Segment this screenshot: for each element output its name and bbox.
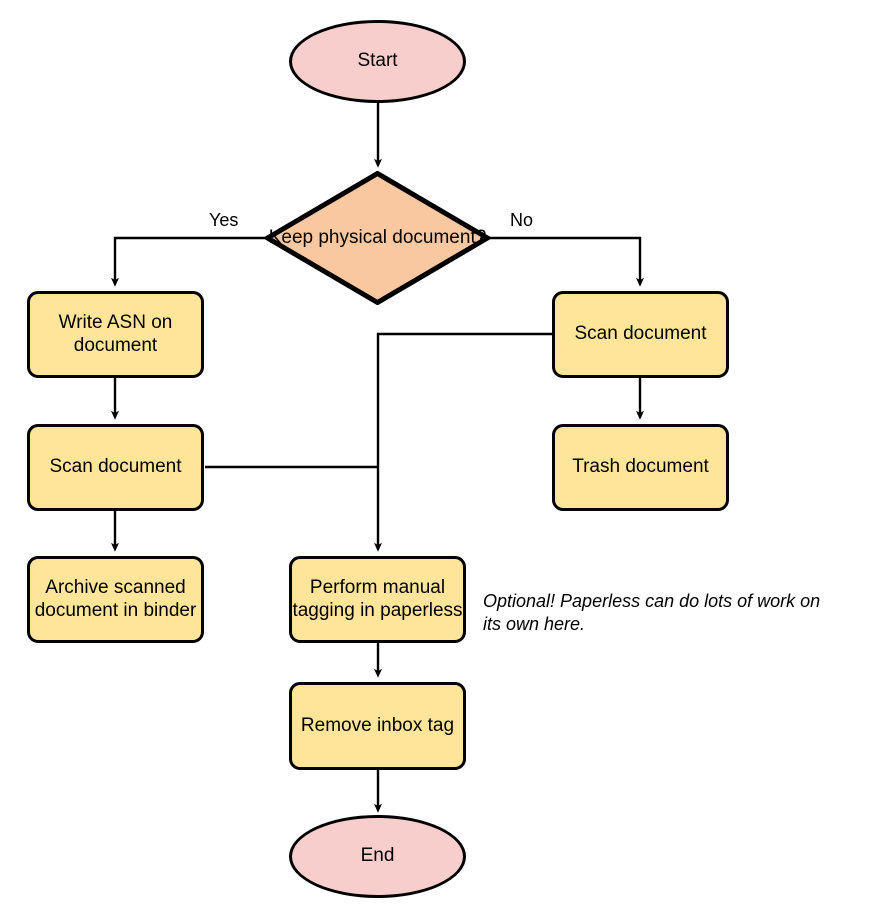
annotation-line-2: its own here. bbox=[483, 614, 586, 635]
node-scan-document-right[interactable]: Scan document bbox=[552, 291, 729, 378]
node-start[interactable]: Start bbox=[289, 20, 466, 103]
node-perform-manual-tagging-in-paperless[interactable]: Perform manual tagging in paperless bbox=[289, 556, 466, 643]
node-tagging-label: Perform manual tagging in paperless bbox=[292, 577, 463, 621]
node-remove-inbox-tag-label: Remove inbox tag bbox=[300, 714, 455, 736]
annotation-line-1: Optional! Paperless can do lots of work … bbox=[483, 591, 821, 611]
node-scan-document-left[interactable]: Scan document bbox=[27, 424, 204, 511]
diamond-shape bbox=[265, 171, 490, 305]
annotation-optional-note: Optional! Paperless can do lots of work … bbox=[483, 590, 883, 637]
node-write-asn-on-document[interactable]: Write ASN on document bbox=[27, 291, 204, 378]
node-decision-label: Keep physical document? bbox=[268, 226, 487, 248]
node-scan-document-left-label: Scan document bbox=[49, 456, 182, 478]
edge-decision-no-to-scan-right bbox=[490, 236, 644, 287]
node-end[interactable]: End bbox=[289, 815, 466, 898]
node-remove-inbox-tag[interactable]: Remove inbox tag bbox=[289, 682, 466, 770]
node-decision-keep-physical-document[interactable]: Keep physical document? bbox=[265, 171, 490, 305]
node-start-label: Start bbox=[357, 50, 398, 72]
node-archive-label: Archive scanned document in binder bbox=[34, 577, 197, 621]
node-write-asn-label: Write ASN on document bbox=[58, 312, 173, 356]
node-archive-scanned-document-in-binder[interactable]: Archive scanned document in binder bbox=[27, 556, 204, 643]
node-end-label: End bbox=[360, 845, 395, 867]
edge-label-yes: Yes bbox=[209, 210, 239, 230]
edge-label-no: No bbox=[510, 210, 534, 230]
edge-decision-yes-to-write-asn bbox=[111, 236, 265, 287]
node-trash-document[interactable]: Trash document bbox=[552, 424, 729, 511]
node-trash-document-label: Trash document bbox=[572, 456, 709, 478]
edge-scan-right-to-tagging bbox=[374, 332, 553, 552]
node-scan-document-right-label: Scan document bbox=[574, 323, 707, 345]
